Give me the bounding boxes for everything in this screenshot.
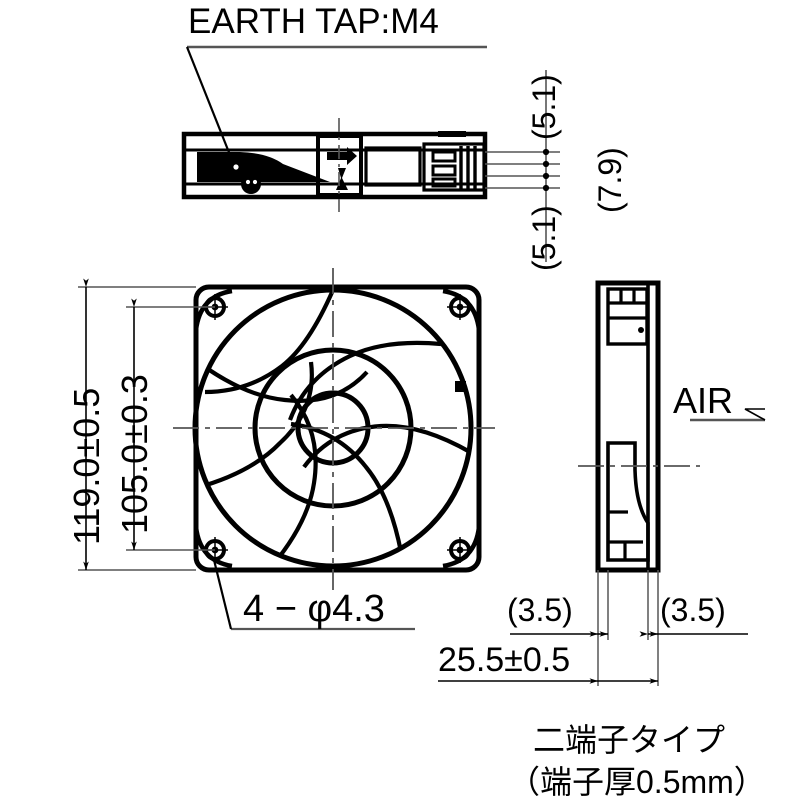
dim-119: [78, 278, 196, 571]
dim-119-label: 119.0±0.5: [66, 387, 107, 545]
hole-callout-leader: [212, 559, 415, 631]
dim-105-label: 105.0±0.3: [114, 374, 155, 534]
earth-tap-label: EARTH TAP:M4: [188, 2, 439, 41]
top-view-group: [181, 70, 560, 262]
dim-3-5-left-label: (3.5): [507, 592, 573, 628]
earth-tap-leader: [185, 45, 487, 161]
dim-105: [126, 298, 215, 551]
dim-25-5-label: 25.5±0.5: [438, 641, 571, 679]
dim-5-1-upper-label: (5.1): [526, 74, 562, 140]
dim-3-5-right-label: (3.5): [660, 592, 726, 628]
dim-5-1-lower-label: (5.1): [526, 205, 562, 271]
air-flow-label: AIR: [673, 380, 734, 421]
note-line-1: 二端子タイプ: [533, 722, 726, 758]
dim-7-9-label: (7.9): [592, 147, 628, 213]
hole-callout-label: 4 − φ4.3: [243, 588, 385, 630]
note-line-2: （端子厚0.5mm）: [508, 764, 766, 800]
dim-depth-group: [438, 570, 748, 686]
front-view-group: [173, 268, 495, 590]
side-view-group: [578, 280, 766, 573]
